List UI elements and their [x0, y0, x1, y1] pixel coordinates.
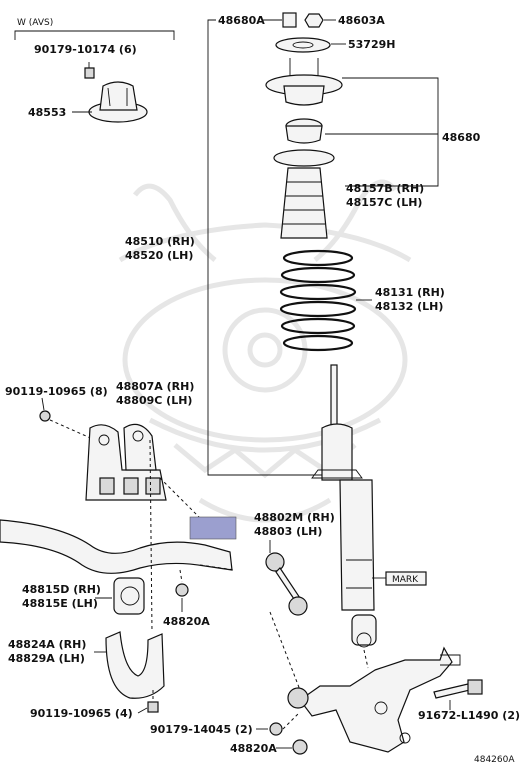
bolt-91672-l1490: 91672-L1490 (2) [418, 679, 520, 722]
label-48815e: 48815E (LH) [22, 597, 98, 610]
label-90179-14045: 90179-14045 (2) [150, 723, 253, 736]
label-48807a: 48807A (RH) [116, 380, 194, 393]
label-91672-l1490: 91672-L1490 (2) [418, 709, 520, 722]
washer-53729h: 53729H [275, 37, 395, 53]
nut-48820a-lower: 48820A [230, 739, 308, 755]
label-90119-10965-8: 90119-10965 (8) [5, 385, 108, 398]
upper-support-48553: 90179-10174 (6) 48553 [28, 43, 148, 123]
nut-90179-14045: 90179-14045 (2) [150, 711, 301, 736]
label-48131: 48131 (RH) [375, 286, 445, 299]
label-48132: 48132 (LH) [375, 300, 443, 313]
stabilizer-bracket-48807a: 90119-10965 (8) 48807A (RH) 48809C (LH) [5, 380, 213, 531]
label-48802m: 48802M (RH) [254, 511, 335, 524]
stabilizer-bushing-48815d: 48815D (RH) 48815E (LH) [22, 577, 145, 615]
coil-spring-48131: 48131 (RH) 48132 (LH) [279, 249, 445, 352]
reference-code: 484260A [474, 755, 515, 765]
stabilizer-clamp-48824a: 48824A (RH) 48829A (LH) [8, 439, 165, 700]
label-53729h: 53729H [348, 38, 395, 51]
shock-absorber-bracket: 48510 (RH) 48520 (LH) [125, 19, 328, 476]
w-avs-group-bracket: W (AVS) [14, 18, 175, 40]
label-48157b: 48157B (RH) [346, 182, 424, 195]
strut-mount-48680: 48680 [265, 58, 481, 187]
stabilizer-link-48802m: 48802M (RH) 48803 (LH) [199, 511, 335, 691]
label-48520: 48520 (LH) [125, 249, 193, 262]
label-48603a: 48603A [338, 14, 385, 27]
label-mark: MARK [392, 575, 419, 585]
label-48815d: 48815D (RH) [22, 583, 101, 596]
top-nuts: 48680A 48603A [218, 12, 385, 28]
nut-48820a-upper: 48820A [163, 569, 210, 628]
label-48829a: 48829A (LH) [8, 652, 85, 665]
label-90179-10174: 90179-10174 (6) [34, 43, 137, 56]
samurai-watermark [118, 179, 412, 523]
label-48824a: 48824A (RH) [8, 638, 86, 651]
label-48680: 48680 [442, 131, 481, 144]
label-48820a-upper: 48820A [163, 615, 210, 628]
label-48553: 48553 [28, 106, 66, 119]
bolt-90119-10965-lower: 90119-10965 (4) [30, 701, 159, 720]
label-90119-10965-4: 90119-10965 (4) [30, 707, 133, 720]
label-48157c: 48157C (LH) [346, 196, 422, 209]
label-48680a: 48680A [218, 14, 265, 27]
lower-arm-knuckle [287, 646, 461, 753]
label-48820a-lower: 48820A [230, 742, 277, 755]
w-avs-label: W (AVS) [17, 18, 53, 28]
shock-absorber-48510: MARK [311, 364, 427, 648]
dust-boot-48157: 48157B (RH) 48157C (LH) [273, 149, 424, 239]
highlight-box [189, 516, 237, 540]
label-48803: 48803 (LH) [254, 525, 322, 538]
label-48510: 48510 (RH) [125, 235, 195, 248]
label-48809c: 48809C (LH) [116, 394, 192, 407]
